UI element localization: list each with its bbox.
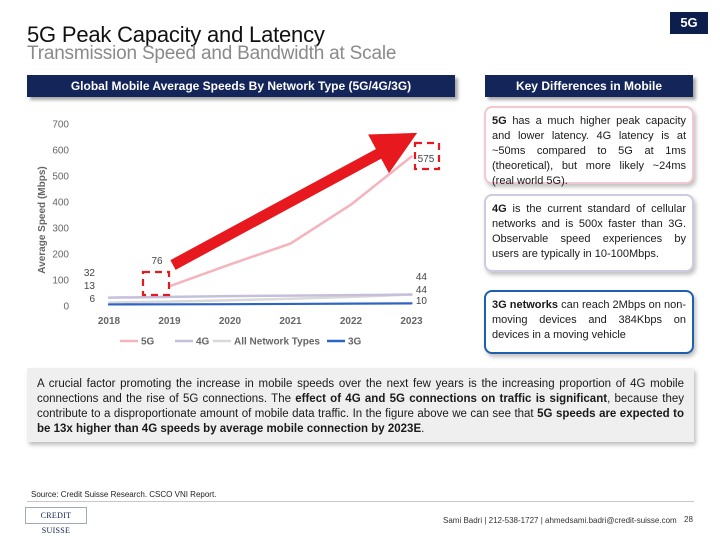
card-3g-title: 3G networks bbox=[492, 299, 559, 311]
y-tick-label: 200 bbox=[52, 250, 69, 261]
credit-suisse-logo: CREDIT SUISSE bbox=[25, 507, 87, 535]
growth-arrow bbox=[170, 132, 418, 270]
series-line-3g bbox=[107, 302, 413, 306]
source-note: Source: Credit Suisse Research. CSCO VNI… bbox=[31, 490, 217, 499]
card-5g: 5G has a much higher peak capacity and l… bbox=[484, 106, 694, 187]
start-data-label: 6 bbox=[89, 294, 95, 305]
end-data-label: 44 bbox=[416, 272, 428, 283]
y-tick-label: 300 bbox=[52, 224, 69, 235]
y-axis-label: Average Speed (Mbps) bbox=[37, 166, 48, 273]
y-tick-label: 100 bbox=[52, 276, 69, 287]
note-text-3: . bbox=[421, 423, 425, 435]
contact-info: Sami Badri | 212-538-1727 | ahmedsami.ba… bbox=[443, 516, 677, 525]
series-line-5g bbox=[168, 155, 413, 288]
x-tick-label: 2018 bbox=[98, 316, 121, 327]
y-tick-label: 0 bbox=[63, 302, 69, 313]
card-3g-text: can reach 2Mbps on non-moving devices an… bbox=[492, 299, 686, 341]
legend-label-3g: 3G bbox=[348, 337, 362, 348]
card-5g-text: has a much higher peak capacity and lowe… bbox=[492, 115, 686, 187]
note-text-1: A crucial factor promoting the increase … bbox=[37, 378, 684, 405]
legend-label-all-network-types: All Network Types bbox=[234, 337, 320, 348]
x-tick-label: 2019 bbox=[158, 316, 181, 327]
note-text-2: , because they contribute to a dispropor… bbox=[37, 393, 684, 420]
footer-divider bbox=[27, 501, 694, 502]
card-4g: 4G is the current standard of cellular n… bbox=[484, 194, 694, 272]
x-tick-label: 2023 bbox=[400, 316, 423, 327]
end-data-label: 44 bbox=[416, 285, 428, 296]
x-tick-label: 2020 bbox=[219, 316, 242, 327]
start-data-label: 13 bbox=[84, 281, 96, 292]
legend-label-5g: 5G bbox=[141, 337, 155, 348]
y-tick-label: 500 bbox=[52, 172, 69, 183]
x-tick-label: 2022 bbox=[340, 316, 363, 327]
y-tick-label: 600 bbox=[52, 146, 69, 157]
data-label-5g-2023: 575 bbox=[418, 154, 435, 165]
note-bold-2: 5G speeds are expected to be 13x higher … bbox=[37, 408, 685, 435]
page-title: 5G Peak Capacity and Latency bbox=[27, 22, 325, 47]
chart-heading: Global Mobile Average Speeds By Network … bbox=[27, 75, 455, 97]
data-label-5g-2019: 76 bbox=[151, 256, 163, 267]
card-3g: 3G networks can reach 2Mbps on non-movin… bbox=[484, 290, 694, 354]
speed-chart: 0 100 200 300 400 500 600 700 Average Speed (Mb… bbox=[37, 120, 441, 348]
start-data-label: 32 bbox=[84, 268, 96, 279]
legend-label-4g: 4G bbox=[196, 337, 210, 348]
note-bold-1: effect of 4G and 5G connections on traff… bbox=[295, 393, 608, 405]
series-line-all-network-types bbox=[107, 293, 413, 304]
summary-note: A crucial factor promoting the increase … bbox=[27, 368, 694, 442]
x-tick-label: 2021 bbox=[279, 316, 302, 327]
series-line-4g bbox=[107, 293, 413, 299]
page-subtitle: Transmission Speed and Bandwidth at Scal… bbox=[27, 43, 397, 64]
card-4g-title: 4G bbox=[492, 203, 507, 215]
card-5g-title: 5G bbox=[492, 115, 507, 127]
end-data-label: 10 bbox=[416, 296, 428, 307]
y-tick-label: 700 bbox=[52, 120, 69, 131]
highlight-box-2019 bbox=[141, 270, 171, 297]
y-tick-label: 400 bbox=[52, 198, 69, 209]
card-4g-text: is the current standard of cellular netw… bbox=[492, 203, 686, 260]
section-tag: 5G bbox=[670, 12, 708, 34]
differences-heading: Key Differences in Mobile Standards bbox=[485, 75, 693, 115]
page-number: 28 bbox=[684, 515, 693, 524]
